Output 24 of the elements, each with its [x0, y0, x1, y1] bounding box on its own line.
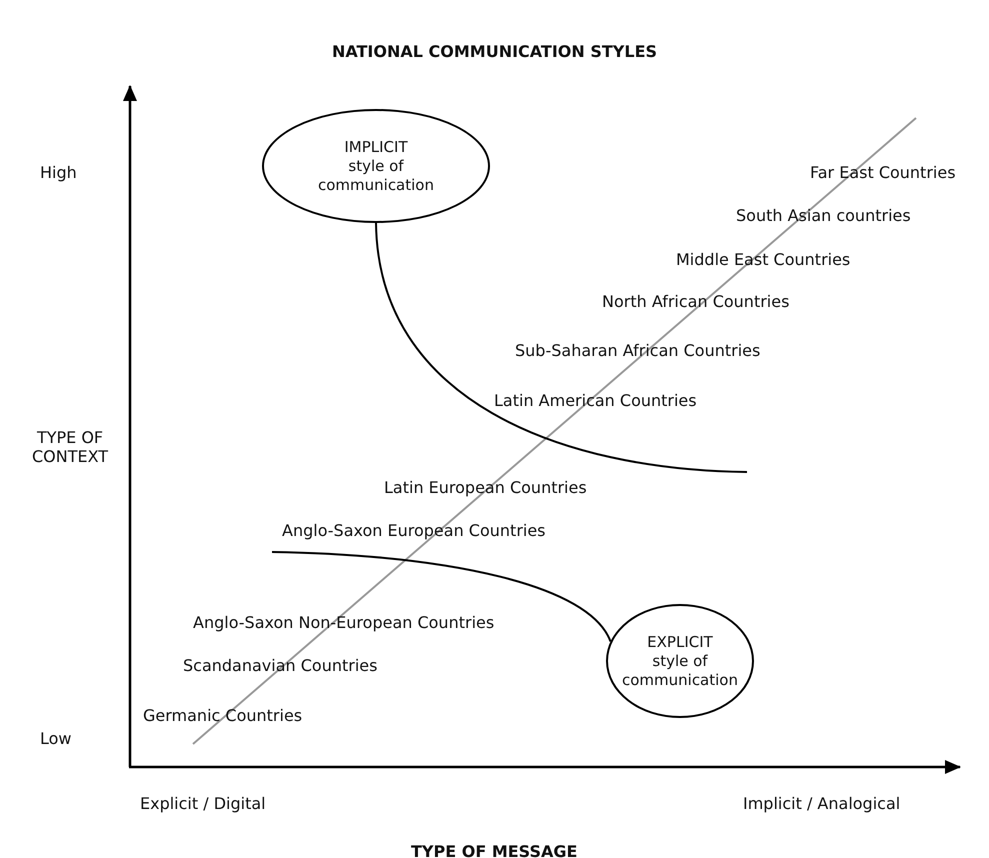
country-label: Sub-Saharan African Countries	[515, 340, 760, 360]
country-label: Latin European Countries	[384, 478, 587, 496]
axis-tick-label: Low	[40, 728, 72, 748]
ellipse-text: style of communication	[316, 156, 435, 194]
ellipse-heading: EXPLICIT	[647, 632, 713, 652]
country-label: Anglo-Saxon Non-European Countries	[193, 612, 494, 632]
axis-tick-label: Implicit / Analogical	[743, 794, 900, 812]
country-label: South Asian countries	[736, 206, 911, 224]
country-label: Middle East Countries	[676, 250, 850, 268]
axis-tick-label: High	[40, 162, 77, 182]
curve-line	[272, 551, 612, 642]
country-label: Anglo-Saxon European Countries	[282, 520, 546, 540]
chart-title: NATIONAL COMMUNICATION STYLES	[330, 42, 658, 61]
country-label: Latin American Countries	[494, 390, 697, 410]
axis-title: TYPE OF MESSAGE	[411, 842, 578, 858]
ellipse-heading: IMPLICIT	[344, 138, 408, 156]
curve-line	[375, 222, 748, 473]
country-label: Scandanavian Countries	[183, 656, 378, 674]
country-label: Far East Countries	[810, 162, 956, 182]
country-label: North African Countries	[602, 292, 790, 310]
ellipse-text: style of communication	[620, 652, 739, 690]
axis-title: TYPE OF CONTEXT	[32, 428, 108, 466]
country-label: Germanic Countries	[143, 706, 302, 724]
axis-tick-label: Explicit / Digital	[140, 794, 266, 812]
